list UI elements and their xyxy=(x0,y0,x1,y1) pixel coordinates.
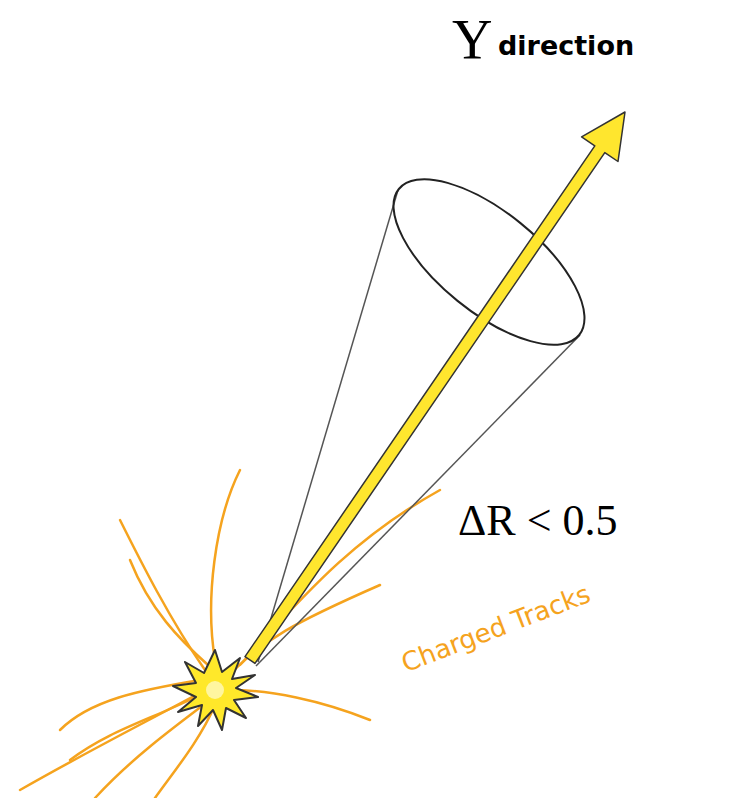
upsilon-symbol: Υ xyxy=(452,8,492,72)
charged-tracks xyxy=(20,470,440,798)
collision-star xyxy=(173,650,258,730)
star-core xyxy=(206,681,224,699)
direction-label: direction xyxy=(498,30,634,61)
tracks-label: Charged Tracks xyxy=(397,578,594,678)
upsilon-arrow xyxy=(245,112,625,663)
delta-r-label: ΔR < 0.5 xyxy=(458,495,617,546)
